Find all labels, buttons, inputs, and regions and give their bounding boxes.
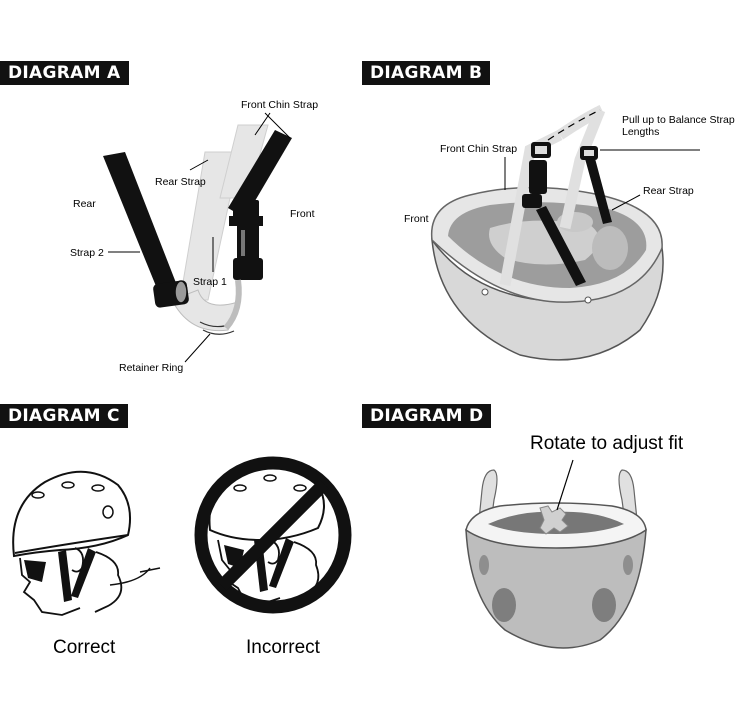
diagram-d-caption: Rotate to adjust fit: [530, 433, 684, 454]
label-rear-a: Rear: [73, 198, 96, 210]
label-retainer-ring: Retainer Ring: [119, 362, 184, 374]
label-rear-strap-b: Rear Strap: [643, 185, 694, 197]
label-pull-up: Pull up to Balance Strap: [622, 114, 735, 126]
diagram-c-title: DIAGRAM C: [0, 404, 128, 428]
label-strap2: Strap 2: [70, 247, 104, 259]
diagram-d-title: DIAGRAM D: [362, 404, 492, 428]
label-pull-up-line2: Lengths: [622, 126, 660, 138]
label-front-chin-strap-a: Front Chin Strap: [241, 99, 319, 111]
label-front-chin-strap-b: Front Chin Strap: [440, 143, 518, 155]
label-strap1: Strap 1: [193, 276, 227, 288]
label-front-b: Front: [404, 213, 429, 225]
label-rear-strap-a: Rear Strap: [155, 176, 206, 188]
label-front-a: Front: [290, 208, 315, 220]
diagram-a-title: DIAGRAM A: [0, 61, 129, 85]
label-correct: Correct: [53, 637, 116, 658]
diagram-b-title: DIAGRAM B: [362, 61, 491, 85]
label-incorrect: Incorrect: [246, 637, 320, 658]
